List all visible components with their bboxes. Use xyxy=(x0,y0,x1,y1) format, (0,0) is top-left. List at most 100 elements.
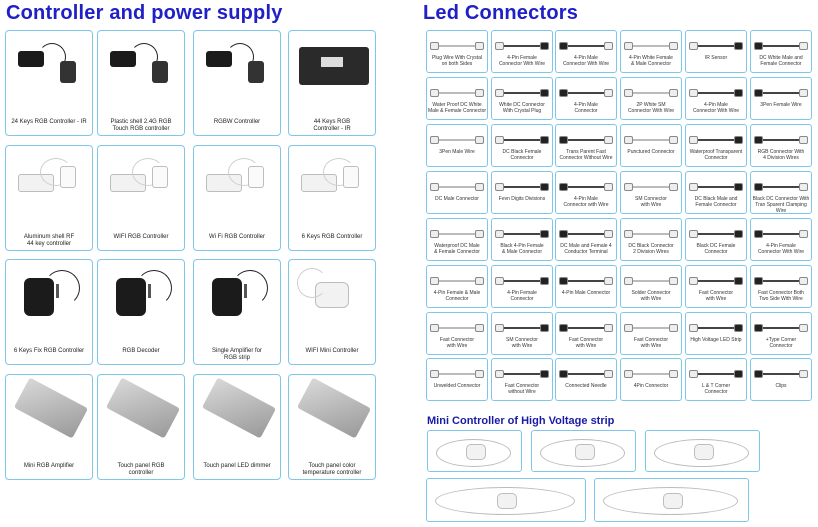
connector-card[interactable]: DC Black Connector 2 Division Wires xyxy=(620,218,682,261)
connector-card[interactable]: Fast Connector Both Two Side With Wire xyxy=(750,265,812,308)
connector-card[interactable]: 4-Pin Female Connector xyxy=(491,265,553,308)
connector-card[interactable]: Clips xyxy=(750,358,812,401)
connector-card[interactable]: Black DC Connector With Tran Sparent Cla… xyxy=(750,171,812,214)
connector-card[interactable]: Fast Connector with Wire xyxy=(555,312,617,355)
mini-controller-card[interactable] xyxy=(531,430,636,472)
connector-caption: Black 4-Pin Female & Male Connector xyxy=(500,243,544,255)
connector-card[interactable]: IR Sensor xyxy=(685,30,747,73)
product-caption: 24 Keys RGB Controller - IR xyxy=(11,119,87,125)
product-card[interactable]: Single Amplifier for RGB strip xyxy=(193,259,281,365)
connector-card[interactable]: Waterproof DC Male & Female Connector xyxy=(426,218,488,261)
connector-caption: 4-Pin Male Connector With Wire xyxy=(562,55,610,67)
connector-caption: DC Black Female Connector xyxy=(502,149,542,161)
mini-controller-card[interactable] xyxy=(594,478,749,522)
connector-card[interactable]: RGB Connector With 4 Division Wires xyxy=(750,124,812,167)
connector-card[interactable]: 4-Pin Male Connector xyxy=(555,77,617,120)
connector-card[interactable]: 4-Pin Female Connector With Wire xyxy=(750,218,812,261)
connector-caption: SM Connector with Wire xyxy=(635,196,667,208)
connector-card[interactable]: Fast Connector without Wire xyxy=(491,358,553,401)
connector-image xyxy=(621,317,681,337)
connector-image xyxy=(492,82,552,102)
connector-card[interactable]: DC Male and Female 4 Conductor Terminal xyxy=(555,218,617,261)
connector-card[interactable]: Black 4-Pin Female & Male Connector xyxy=(491,218,553,261)
connector-caption: White DC Connector With Crystal Plug xyxy=(499,102,545,114)
connector-card[interactable]: Fast Connector with Wire xyxy=(426,312,488,355)
product-card[interactable]: Aluminum shell RF 44 key controller xyxy=(5,145,93,251)
connector-card[interactable]: Unwelded Connector xyxy=(426,358,488,401)
connector-card[interactable]: +Type Corner Connector xyxy=(750,312,812,355)
product-card[interactable]: 6 Keys RGB Controller xyxy=(288,145,376,251)
connector-image xyxy=(621,129,681,149)
mini-controller-image xyxy=(654,439,749,467)
connector-card[interactable]: Waterproof Transparent Connector xyxy=(685,124,747,167)
connector-card[interactable]: 4-Pin White Female & Male Connector xyxy=(620,30,682,73)
product-image xyxy=(293,150,371,230)
product-card[interactable]: Plastic shell 2.4G RGB Touch RGB control… xyxy=(97,30,185,136)
product-card[interactable]: WIFI Mini Controller xyxy=(288,259,376,365)
connector-image xyxy=(556,270,616,290)
product-image xyxy=(102,150,180,230)
connector-card[interactable]: DC White Male and Female Connector xyxy=(750,30,812,73)
connector-image xyxy=(686,176,746,196)
connector-card[interactable]: Trans Parent Fast Connector Without Wire xyxy=(555,124,617,167)
connector-card[interactable]: Plug Wire With Crystal on both Sides xyxy=(426,30,488,73)
connector-card[interactable]: 4-Pin Male Connector xyxy=(555,265,617,308)
product-card[interactable]: Touch panel RGB controller xyxy=(97,374,185,480)
product-card[interactable]: RGBW Controller xyxy=(193,30,281,136)
connector-card[interactable]: 4-Pin Male Connector With Wire xyxy=(555,30,617,73)
mini-controller-card[interactable] xyxy=(426,478,586,522)
connector-caption: DC White Male and Female Connector xyxy=(759,55,803,67)
connector-card[interactable]: SM Connector with Wire xyxy=(620,171,682,214)
product-image xyxy=(10,150,88,230)
connector-card[interactable]: 4-Pin Male Connector with Wire xyxy=(555,171,617,214)
connector-card[interactable]: 4-Pin Female Connector With Wire xyxy=(491,30,553,73)
product-caption: Aluminum shell RF 44 key controller xyxy=(23,234,75,247)
connector-image xyxy=(492,35,552,55)
mini-controller-card[interactable] xyxy=(645,430,760,472)
connector-card[interactable]: 4Pin Connector xyxy=(620,358,682,401)
connector-card[interactable]: DC Male Connector xyxy=(426,171,488,214)
connector-image xyxy=(751,129,811,149)
connector-caption: DC Black Connector 2 Division Wires xyxy=(628,243,674,255)
connector-card[interactable]: Solder Connector with Wire xyxy=(620,265,682,308)
product-card[interactable]: 6 Keys Fix RGB Controller xyxy=(5,259,93,365)
product-card[interactable]: 44 Keys RGB Controller - IR xyxy=(288,30,376,136)
connector-card[interactable]: High Voltage LED Strip xyxy=(685,312,747,355)
product-card[interactable]: Wi Fi RGB Controller xyxy=(193,145,281,251)
connector-card[interactable]: Punctured Connector xyxy=(620,124,682,167)
connector-card[interactable]: White DC Connector With Crystal Plug xyxy=(491,77,553,120)
connector-card[interactable]: 3Pen Female Wire xyxy=(750,77,812,120)
connector-card[interactable]: Fast Connector with Wire xyxy=(685,265,747,308)
connector-card[interactable]: Fevn Digits Divisions xyxy=(491,171,553,214)
product-caption: 6 Keys RGB Controller xyxy=(301,234,363,240)
connector-card[interactable]: 4-Pin Female & Male Connector xyxy=(426,265,488,308)
product-caption: Mini RGB Amplifier xyxy=(23,463,75,469)
connector-card[interactable]: Water Proof DC White Male & Female Conne… xyxy=(426,77,488,120)
product-card[interactable]: 24 Keys RGB Controller - IR xyxy=(5,30,93,136)
mini-controller-card[interactable] xyxy=(427,430,522,472)
connector-card[interactable]: Connected Needle xyxy=(555,358,617,401)
connector-card[interactable]: SM Connector with Wire xyxy=(491,312,553,355)
connector-card[interactable]: L & T Corner Connector xyxy=(685,358,747,401)
connector-image xyxy=(686,223,746,243)
product-card[interactable]: Mini RGB Amplifier xyxy=(5,374,93,480)
connector-card[interactable]: Black DC Female Connector xyxy=(685,218,747,261)
connector-caption: 3Pen Female Wire xyxy=(760,102,802,108)
connector-image xyxy=(621,176,681,196)
connector-card[interactable]: 2P White SM Connector With Wire xyxy=(620,77,682,120)
connector-card[interactable]: Fast Connector with Wire xyxy=(620,312,682,355)
connector-caption: Waterproof DC Male & Female Connector xyxy=(434,243,480,255)
product-image xyxy=(293,35,371,115)
connector-image xyxy=(686,270,746,290)
product-card[interactable]: RGB Decoder xyxy=(97,259,185,365)
connector-card[interactable]: 3Pen Male Wire xyxy=(426,124,488,167)
connector-card[interactable]: 4-Pin Male Connector With Wire xyxy=(685,77,747,120)
product-card[interactable]: Touch panel LED dimmer xyxy=(193,374,281,480)
connector-image xyxy=(751,82,811,102)
product-card[interactable]: Touch panel color temperature controller xyxy=(288,374,376,480)
connector-card[interactable]: DC Black Male and Female Connector xyxy=(685,171,747,214)
product-card[interactable]: WIFI RGB Controller xyxy=(97,145,185,251)
connector-card[interactable]: DC Black Female Connector xyxy=(491,124,553,167)
connector-image xyxy=(751,223,811,243)
